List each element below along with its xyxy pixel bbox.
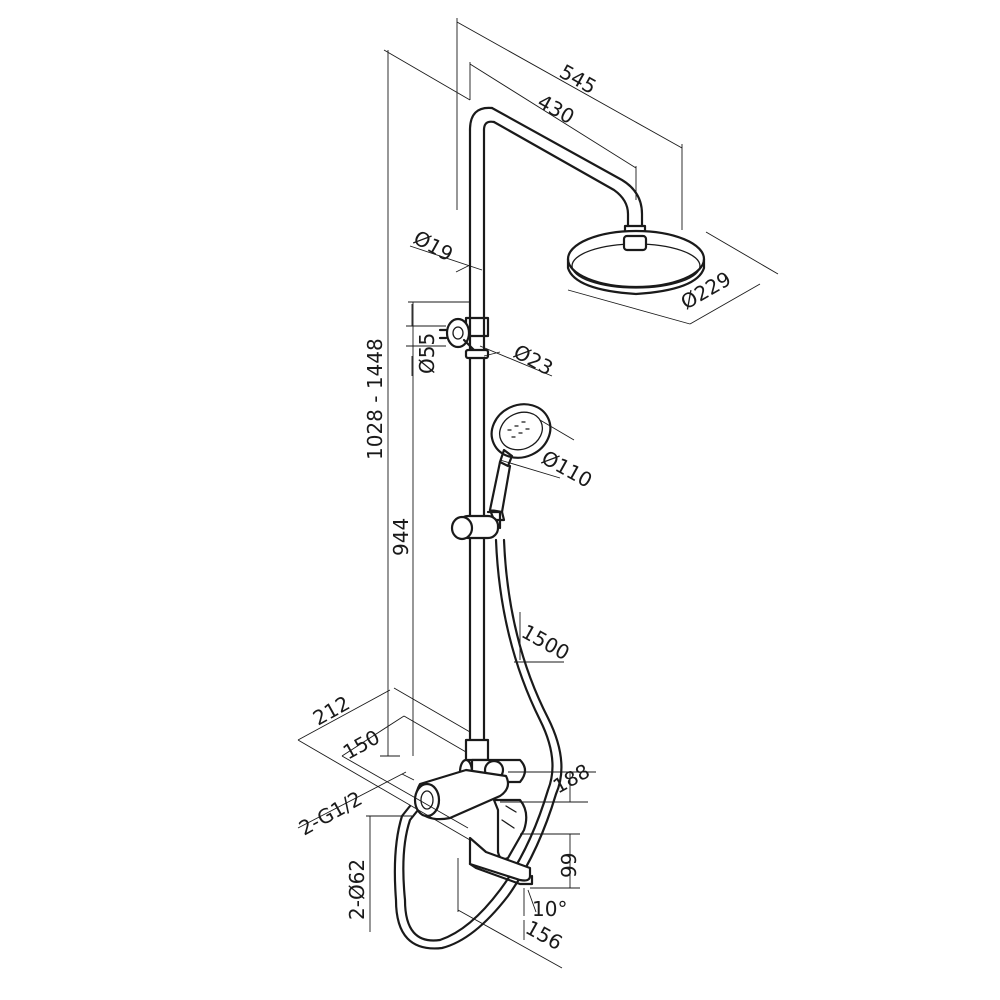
dim-label-545: 545 — [556, 59, 601, 99]
dim-label-944: 944 — [389, 518, 413, 556]
dim-545-430-lines — [456, 18, 683, 230]
dim-1500-lines — [514, 612, 564, 663]
dim-label-19: Ø19 — [410, 225, 458, 266]
dim-label-10: 10° — [532, 897, 567, 921]
dim-55-lines — [406, 304, 446, 376]
dim-label-55: Ø55 — [415, 333, 439, 374]
dim-label-62: 2-Ø62 — [345, 859, 369, 920]
dim-19-lines — [409, 245, 483, 273]
dim-label-g12: 2-G1/2 — [295, 786, 366, 840]
rain-shower-head — [566, 224, 706, 296]
dim-1028-lines — [380, 49, 471, 757]
dim-10-lines — [523, 888, 537, 916]
dim-188-lines — [500, 771, 596, 803]
hand-shower — [488, 403, 552, 522]
dim-156-lines — [457, 858, 563, 969]
bath-spout — [468, 836, 534, 886]
thermostatic-mixer — [413, 768, 528, 861]
dim-110-lines — [499, 419, 575, 479]
wall-bracket — [438, 316, 490, 352]
dim-99-lines — [520, 833, 580, 889]
dim-23-lines — [479, 345, 553, 377]
dim-label-23: Ø23 — [510, 339, 558, 380]
dim-label-99: 99 — [557, 853, 581, 878]
dim-g12-lines — [297, 771, 415, 829]
dim-944-lines — [408, 301, 470, 756]
dim-212-150-lines — [297, 687, 471, 841]
shower-column — [468, 106, 496, 752]
dim-label-1028-1448: 1028 - 1448 — [363, 338, 387, 460]
hand-shower-holder — [450, 510, 502, 541]
dim-label-1500: 1500 — [518, 619, 574, 665]
shower-arm — [490, 106, 644, 228]
dim-label-430: 430 — [534, 89, 579, 129]
dim-label-212: 212 — [309, 691, 354, 731]
dim-62-lines — [366, 815, 412, 932]
dim-label-110: Ø110 — [538, 445, 597, 492]
dim-229-lines — [567, 231, 779, 325]
slider-bar — [464, 348, 490, 362]
